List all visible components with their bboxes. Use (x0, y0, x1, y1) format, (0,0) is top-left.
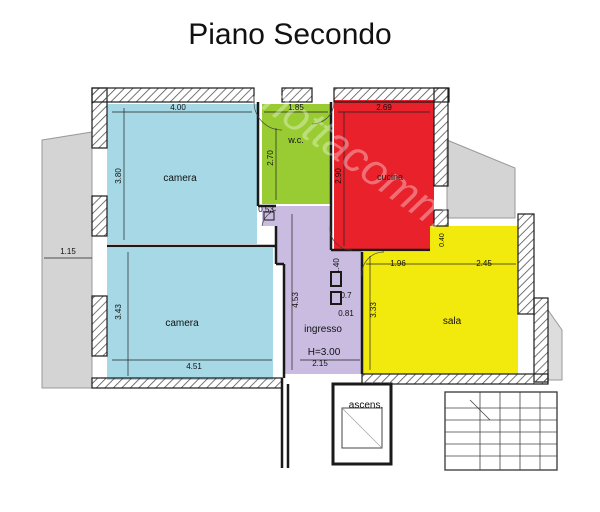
dim-camera-bottom-w: 4.51 (186, 362, 202, 371)
dim-cucina-w: 2.69 (376, 103, 392, 112)
dim-wc-w: 1.85 (288, 103, 304, 112)
dim-140: 1.40 (332, 258, 341, 274)
dim-camera-bottom-h: 3.43 (114, 304, 123, 320)
room-camera-bottom-fill (107, 248, 273, 380)
dim-07: 0.7 (340, 291, 352, 300)
label-camera-top: camera (163, 173, 197, 184)
label-camera-bottom: camera (165, 318, 199, 329)
dim-081: 0.81 (338, 309, 354, 318)
dim-040: 0.40 (439, 233, 446, 247)
label-sala: sala (443, 316, 462, 327)
label-height: H=3.00 (308, 347, 341, 358)
dimension-lines (44, 108, 516, 376)
closet-box-1 (330, 271, 342, 287)
walls (91, 87, 549, 389)
dim-wc-h: 2.70 (266, 150, 275, 166)
lift-diag (341, 407, 383, 449)
terrace-left (41, 131, 93, 389)
room-ingresso-fill (262, 206, 362, 374)
dim-sala-w1: 1.96 (390, 259, 406, 268)
interior-walls (107, 102, 430, 468)
radiator-small (263, 211, 275, 221)
closet-box-2 (330, 291, 342, 305)
dim-cucina-h: 2.90 (334, 168, 343, 184)
dim-small-53: 0.53 (258, 205, 274, 214)
terrace-right-lower (547, 308, 563, 381)
dim-sala-h: 3.33 (369, 302, 378, 318)
terrace-right (446, 139, 516, 219)
label-cucina: cucina (377, 172, 403, 182)
dim-sala-w2: 2.45 (476, 259, 492, 268)
door-swings (253, 101, 385, 277)
label-ascens: ascens. (349, 400, 383, 411)
dim-camera-top-h: 3.80 (114, 168, 123, 184)
dim-balcony: 1.15 (60, 247, 76, 256)
plan-title: Piano Secondo (188, 18, 392, 51)
room-cucina-fill (334, 100, 434, 250)
label-ingresso: ingresso (304, 324, 342, 335)
dim-camera-top-w: 4.00 (170, 103, 186, 112)
room-sala-fill (362, 226, 518, 374)
dim-corridor-w: 2.15 (312, 359, 328, 368)
dim-corridor-h: 4.53 (291, 292, 300, 308)
label-wc: w.c. (287, 135, 304, 145)
room-camera-top-fill (107, 104, 257, 244)
stairs (444, 391, 558, 471)
lift-car (341, 407, 383, 449)
room-wc-fill (262, 104, 330, 204)
